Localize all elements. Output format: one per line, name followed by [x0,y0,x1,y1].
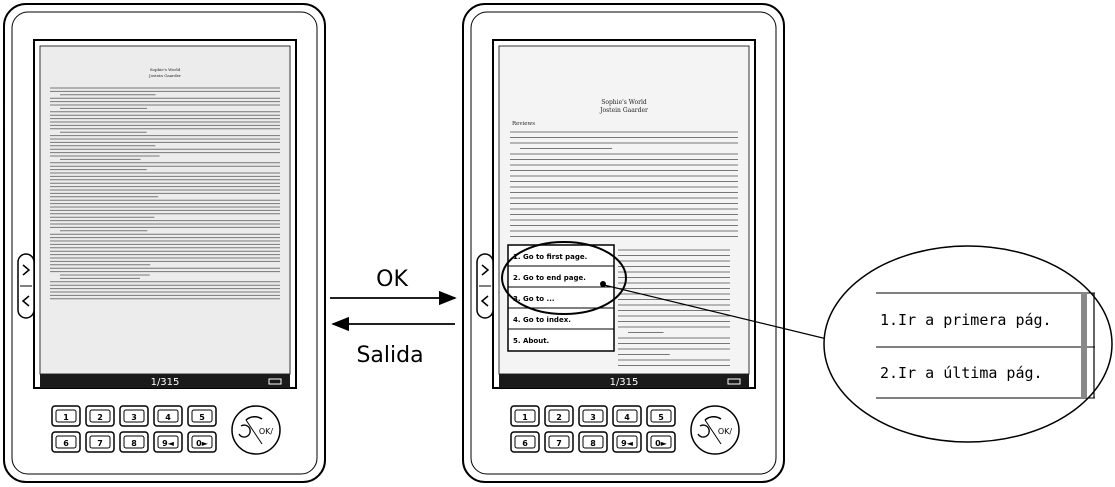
keypad-key[interactable]: 5 [187,405,217,427]
keypad-key-label: 5 [658,413,664,422]
right-ereader: Sophie's World Jostein Gaarder Reviews 1… [462,3,785,483]
keypad-key[interactable]: 6 [51,431,81,453]
keypad-key[interactable]: 7 [544,431,574,453]
keypad-key-label: 5 [199,413,205,422]
keypad-key-label: 8 [590,439,596,448]
keypad-key[interactable]: 2 [85,405,115,427]
keypad-key[interactable]: 3 [119,405,149,427]
keypad-key[interactable]: 4 [153,405,183,427]
keypad-key-label: 0► [196,439,209,448]
keypad-key[interactable]: 7 [85,431,115,453]
right-popup-menu: 1. Go to first page. 2. Go to end page. 3.… [507,244,615,352]
popup-menu-item[interactable]: 3. Go to ... [513,295,555,303]
ok-arrow-label: OK [376,267,408,292]
keypad-key[interactable]: 1 [51,405,81,427]
right-page-counter: 1/315 [610,377,639,388]
keypad-key-label: 3 [131,413,137,422]
keypad-key-label: 2 [556,413,562,422]
keypad-key-label: 6 [522,439,528,448]
keypad-key[interactable]: 9◄ [612,431,642,453]
callout-anchor-dot [600,281,606,287]
left-keypad: 1 2 3 4 5 6 7 8 9◄ 0► [51,405,217,453]
right-ok-button[interactable]: OK/ [690,405,740,455]
popup-menu-item[interactable]: 4. Go to index. [513,316,571,324]
keypad-key[interactable]: 9◄ [153,431,183,453]
ok-arrow: OK [330,267,457,306]
left-ereader: Sophie's World Jostein Gaarder 1/315 1 2 3… [3,3,326,483]
keypad-key[interactable]: 0► [646,431,676,453]
keypad-key[interactable]: 6 [510,431,540,453]
keypad-key[interactable]: 8 [119,431,149,453]
keypad-key[interactable]: 5 [646,405,676,427]
left-doc-author: Jostein Gaarder [148,73,181,78]
right-doc-author: Jostein Gaarder [599,107,648,114]
keypad-key-label: 1 [522,413,528,422]
left-doc-title: Sophie's World [150,67,181,72]
menu-highlight-ellipse [501,241,627,315]
keypad-key-label: 0► [655,439,668,448]
keypad-key-label: 7 [97,439,103,448]
popup-menu-item[interactable]: 2. Go to end page. [513,274,586,282]
right-doc-title: Sophie's World [601,99,647,106]
zoom-callout: 1.Ir a primera pág. 2.Ir a última pág. [603,245,1113,443]
keypad-key-label: 7 [556,439,562,448]
right-page-text [510,131,738,366]
right-ok-label: OK/ [718,427,733,436]
left-ok-button[interactable]: OK/ [231,405,281,455]
keypad-key-label: 9◄ [621,439,634,448]
keypad-key-label: 2 [97,413,103,422]
keypad-key-label: 1 [63,413,69,422]
keypad-key-label: 4 [624,413,630,422]
right-side-nav[interactable] [476,253,494,319]
keypad-key[interactable]: 3 [578,405,608,427]
keypad-key[interactable]: 8 [578,431,608,453]
exit-arrow: Salida [331,316,455,368]
callout-item-first: 1.Ir a primera pág. [880,311,1052,329]
left-page-counter: 1/315 [151,377,180,388]
right-keypad: 1 2 3 4 5 6 7 8 9◄ 0► [510,405,676,453]
keypad-key[interactable]: 2 [544,405,574,427]
left-ok-label: OK/ [259,427,274,436]
keypad-key-label: 6 [63,439,69,448]
keypad-key-label: 9◄ [162,439,175,448]
keypad-key-label: 8 [131,439,137,448]
keypad-key[interactable]: 0► [187,431,217,453]
right-reviews-heading: Reviews [512,121,535,127]
exit-arrow-label: Salida [356,343,423,368]
keypad-key[interactable]: 1 [510,405,540,427]
left-page-text [50,87,280,300]
keypad-key[interactable]: 4 [612,405,642,427]
keypad-key-label: 3 [590,413,596,422]
keypad-key-label: 4 [165,413,171,422]
popup-menu-item[interactable]: 1. Go to first page. [513,253,587,261]
popup-menu-item[interactable]: 5. About. [513,337,549,345]
callout-item-last: 2.Ir a última pág. [880,364,1043,382]
left-side-nav[interactable] [17,253,35,319]
